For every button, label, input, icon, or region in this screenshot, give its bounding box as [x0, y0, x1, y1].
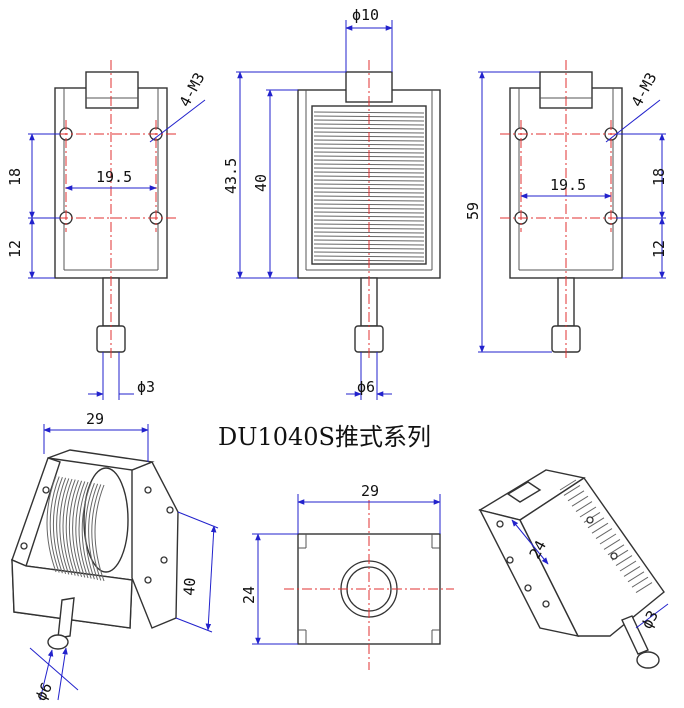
- iso-right-plunger: [621, 615, 649, 655]
- iso-coil-winding: [94, 484, 105, 582]
- right-dim-19-5: 19.5: [550, 176, 586, 194]
- right-dim-12: 12: [650, 240, 668, 258]
- iso-right-coil-winding: [603, 538, 621, 550]
- iso-coil-winding: [52, 477, 63, 574]
- iso-dim-phi6: ϕ6: [32, 679, 56, 703]
- iso-dim-29: 29: [86, 410, 104, 428]
- front-dim-43-5: 43.5: [222, 158, 240, 194]
- coil-winding: [313, 179, 425, 182]
- coil-winding: [313, 215, 425, 218]
- coil-winding: [313, 143, 425, 146]
- front-dim-phi6: ϕ6: [357, 378, 375, 396]
- iso-coil-winding: [84, 483, 95, 580]
- front-dim-phi10: ϕ10: [352, 6, 379, 24]
- iso-left-side-face: [11, 558, 133, 629]
- top-dim-29: 29: [361, 482, 379, 500]
- coil-winding: [313, 251, 425, 254]
- iso-left-plunger-tip: [47, 634, 69, 650]
- iso-right-side-face: [519, 477, 665, 637]
- front-view: ϕ10 43.5 40 ϕ6: [222, 6, 441, 400]
- iso-right-coil-winding: [599, 533, 617, 545]
- iso-left-back-plate: [131, 461, 179, 629]
- iso-coil-winding: [62, 478, 73, 576]
- iso-coil-winding: [75, 481, 86, 578]
- left-dim-4m3: 4-M3: [176, 70, 209, 110]
- left-dim-18: 18: [6, 168, 24, 186]
- iso-coil-winding: [78, 481, 89, 579]
- iso-coil-winding: [91, 484, 102, 581]
- iso-coil-winding: [59, 478, 70, 575]
- coil-winding: [313, 147, 425, 150]
- iso-right-coil-winding: [567, 490, 585, 502]
- right-isometric-view: 24 ϕ3: [478, 469, 669, 669]
- left-dim-12: 12: [6, 240, 24, 258]
- iso-coil-winding: [72, 480, 83, 577]
- iso-right-coil-winding: [615, 555, 633, 567]
- coil-winding: [313, 219, 425, 222]
- iso-right-coil-windings: [559, 479, 653, 594]
- coil-winding: [313, 123, 425, 126]
- coil-winding: [313, 231, 425, 234]
- coil-winding: [313, 255, 425, 258]
- left-dim-19-5: 19.5: [96, 168, 132, 186]
- iso-right-coil-winding: [571, 495, 589, 507]
- iso-left-frame-top: [47, 449, 155, 471]
- iso-right-coil-winding: [595, 528, 613, 540]
- left-dim-phi3: ϕ3: [137, 378, 155, 396]
- top-dim-24: 24: [240, 586, 258, 604]
- iso-coil-winding: [68, 480, 79, 577]
- iso-left-coil-end: [83, 467, 129, 573]
- right-dim-59: 59: [464, 202, 482, 220]
- iso-right-coil-winding: [631, 576, 649, 588]
- iso-left-plunger: [57, 597, 75, 639]
- iso-dim-40: 40: [180, 577, 199, 596]
- iso-right-coil-winding: [563, 484, 581, 496]
- iso-left-coil-windings: [46, 475, 105, 582]
- iso-right-coil-winding: [627, 571, 645, 583]
- iso-right-coil-winding: [607, 544, 625, 556]
- iso-coil-winding: [49, 476, 60, 573]
- left-isometric-view: 29 40 ϕ6: [11, 410, 219, 704]
- top-view: 29 24: [240, 482, 454, 670]
- coil-winding: [313, 183, 425, 186]
- coil-winding: [313, 195, 425, 198]
- iso-right-coil-winding: [619, 560, 637, 572]
- iso-coil-winding: [46, 475, 57, 573]
- iso-right-coil-winding: [579, 506, 597, 518]
- left-side-view: 18 12 19.5 4-M3 ϕ3: [6, 60, 208, 400]
- iso-coil-winding: [81, 482, 92, 579]
- iso-right-boss: [506, 481, 542, 503]
- iso-right-coil-winding: [575, 501, 593, 513]
- iso-coil-winding: [56, 477, 67, 574]
- right-dim-18: 18: [650, 168, 668, 186]
- iso-right-plunger-tip: [636, 651, 660, 669]
- iso-right-coil-winding: [591, 522, 609, 534]
- iso-coil-winding: [88, 483, 99, 580]
- iso-right-coil-winding: [623, 565, 641, 577]
- left-top-boss: [85, 71, 139, 109]
- drawing-title: DU1040S推式系列: [218, 423, 431, 451]
- iso-coil-winding: [65, 479, 76, 576]
- iso-right-coil-winding: [559, 479, 577, 491]
- iso-right-coil-winding: [587, 517, 605, 529]
- front-dim-40: 40: [252, 174, 270, 192]
- coil-winding: [313, 159, 425, 162]
- coil-winding: [313, 111, 425, 114]
- right-side-view: 59 18 12 19.5 4-M3: [464, 60, 668, 360]
- iso-right-coil-winding: [635, 582, 653, 594]
